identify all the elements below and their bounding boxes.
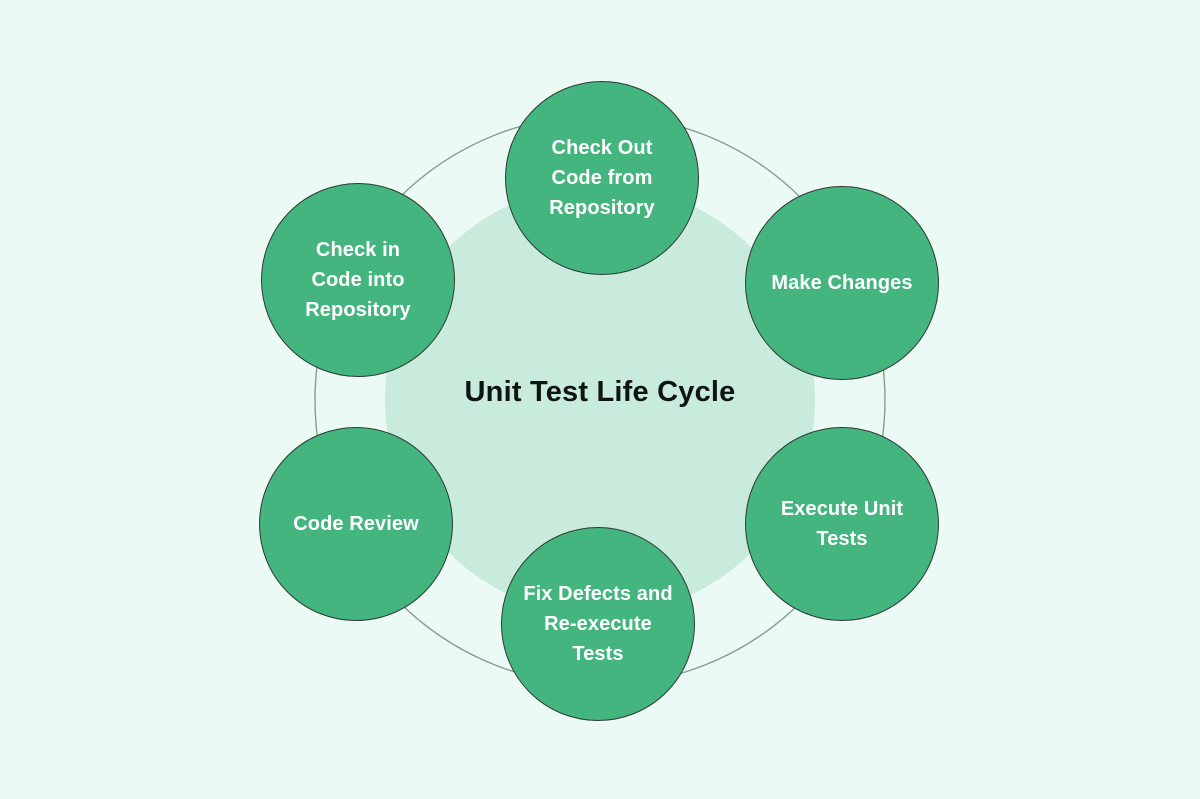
step-label: Check Out Code from Repository	[549, 137, 655, 219]
step-node-check-in-code[interactable]: Check in Code into Repository	[261, 183, 455, 377]
step-node-code-review[interactable]: Code Review	[259, 427, 453, 621]
step-label: Execute Unit Tests	[780, 498, 904, 550]
step-node-execute-unit-tests[interactable]: Execute Unit Tests	[745, 427, 939, 621]
step-label: Make Changes	[771, 272, 913, 294]
inner-disc	[385, 185, 815, 615]
step-node-fix-defects[interactable]: Fix Defects and Re-execute Tests	[501, 527, 695, 721]
step-node-make-changes[interactable]: Make Changes	[745, 186, 939, 380]
step-label: Code Review	[293, 513, 419, 535]
diagram-title: Unit Test Life Cycle	[464, 376, 736, 408]
step-node-check-out-code[interactable]: Check Out Code from Repository	[505, 81, 699, 275]
step-label: Fix Defects and Re-execute Tests	[523, 583, 673, 665]
step-label: Check in Code into Repository	[305, 239, 411, 321]
